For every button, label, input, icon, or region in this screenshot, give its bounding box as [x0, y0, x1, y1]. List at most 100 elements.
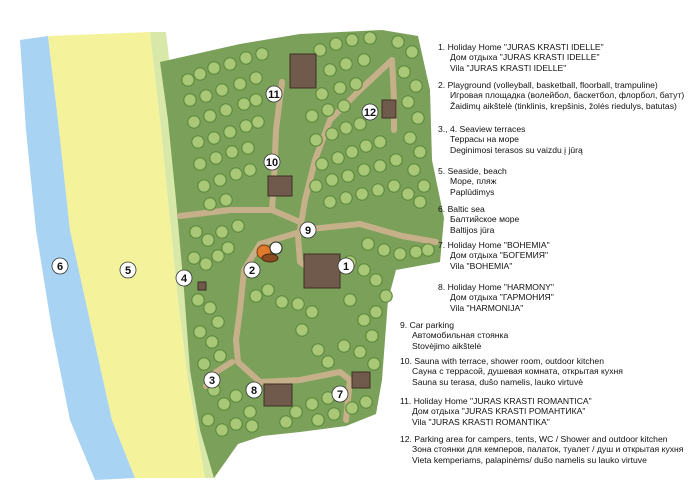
legend-title: 3., 4. Seaview terraces: [438, 124, 696, 134]
legend-translation: Paplūdimys: [450, 186, 495, 197]
tree: [387, 179, 401, 193]
legend-text: Car parking: [409, 320, 454, 330]
tree: [209, 151, 223, 165]
legend-text: Seaview terraces: [459, 124, 526, 134]
tree: [181, 73, 195, 87]
legend-title: 12. Parking area for campers, tents, WC …: [400, 434, 696, 444]
marker-label: 6: [57, 261, 63, 273]
map-marker-11[interactable]: 11: [265, 85, 283, 103]
marker-label: 10: [266, 157, 278, 169]
marker-circle: [245, 381, 263, 399]
tree: [413, 195, 427, 209]
tree: [249, 289, 263, 303]
tree: [353, 117, 367, 131]
legend-item-9: 10. Sauna with terrace, shower room, out…: [400, 356, 696, 387]
tree: [191, 293, 205, 307]
tree: [413, 145, 427, 159]
legend-text: Sauna with terrace, shower room, outdoor…: [414, 356, 604, 366]
tree: [201, 233, 215, 247]
tree: [333, 81, 347, 95]
building-juras-krasti-romantica[interactable]: [289, 53, 317, 89]
map-marker-5[interactable]: 5: [119, 261, 137, 279]
tree: [393, 247, 407, 261]
legend-translation: Балтийское море: [450, 214, 520, 225]
tree: [339, 121, 353, 135]
tree: [207, 131, 221, 145]
legend-translation: Террасы на море: [450, 134, 519, 145]
map-marker-12[interactable]: 12: [361, 103, 379, 121]
legend-translation: Дом отдыха "БОГЕМИЯ": [450, 250, 549, 261]
legend-translation: Зона стоянки для кемперов, палаток, туал…: [412, 444, 684, 455]
legend-title: 6. Baltic sea: [438, 204, 696, 214]
legend-item-6: 7. Holiday Home "BOHEMIA"Дом отдыха "БОГ…: [438, 240, 696, 271]
tree: [261, 283, 275, 297]
tree: [329, 37, 343, 51]
marker-circle: [203, 371, 221, 389]
tree: [411, 111, 425, 125]
tree: [409, 245, 423, 259]
marker-label: 3: [209, 375, 215, 387]
tree: [405, 45, 419, 59]
map-marker-8[interactable]: 8: [245, 381, 263, 399]
legend-item-1: 1. Holiday Home "JURAS KRASTI IDELLE"Дом…: [438, 42, 696, 73]
marker-circle: [361, 103, 379, 121]
tree: [379, 289, 393, 303]
legend-number: 6.: [438, 204, 448, 214]
map-marker-6[interactable]: 6: [51, 257, 69, 275]
legend-translation: Vila "HARMONIJA": [450, 302, 524, 313]
map-marker-10[interactable]: 10: [263, 153, 281, 171]
tree: [223, 125, 237, 139]
tree: [345, 401, 359, 415]
building-juras-krasti-idelle[interactable]: [303, 253, 341, 289]
marker-label: 1: [343, 261, 349, 273]
tree: [377, 243, 391, 257]
legend-text: Parking area for campers, tents, WC / Sh…: [414, 434, 668, 444]
legend-title: 2. Playground (volleyball, basketball, f…: [438, 80, 696, 90]
sea-area: [20, 36, 135, 480]
marker-circle: [337, 257, 355, 275]
tree: [323, 63, 337, 77]
legend-title: 11. Holiday Home "JURAS KRASTI ROMANTICA…: [400, 396, 696, 406]
tree: [211, 315, 225, 329]
tree: [223, 57, 237, 71]
legend-item-10: 11. Holiday Home "JURAS KRASTI ROMANTICA…: [400, 396, 696, 427]
map-marker-2[interactable]: 2: [243, 261, 261, 279]
legend-number: 7.: [438, 240, 448, 250]
tree: [369, 305, 383, 319]
tree: [367, 357, 381, 371]
beach-area: [48, 32, 205, 478]
tree: [339, 57, 353, 71]
legend-translation: Сауна с террасой, душевая комната, откры…: [412, 366, 623, 377]
map-marker-1[interactable]: 1: [337, 257, 355, 275]
legend-text: Holiday Home "JURAS KRASTI ROMANTICA": [413, 396, 592, 406]
marker-circle: [263, 153, 281, 171]
tree: [249, 71, 263, 85]
tree: [255, 47, 269, 61]
building-camper-facilities[interactable]: [381, 99, 397, 119]
building-harmony[interactable]: [263, 383, 293, 407]
building-bohemia[interactable]: [351, 371, 371, 389]
tree: [243, 163, 257, 177]
tree: [213, 349, 227, 363]
map-marker-7[interactable]: 7: [331, 385, 349, 403]
map-marker-3[interactable]: 3: [203, 371, 221, 389]
rugby-ball-icon: [261, 253, 279, 263]
tree: [341, 169, 355, 183]
tree: [421, 243, 435, 257]
marker-label: 7: [337, 389, 343, 401]
tree: [215, 83, 229, 97]
tree: [321, 103, 335, 117]
map-marker-9[interactable]: 9: [299, 221, 317, 239]
legend-translation: Vila "BOHEMIA": [450, 260, 513, 271]
marker-circle: [119, 261, 137, 279]
tree: [309, 179, 323, 193]
tree: [187, 115, 201, 129]
map-marker-4[interactable]: 4: [175, 269, 193, 287]
terrace-seaview[interactable]: [197, 281, 207, 291]
building-sauna[interactable]: [267, 175, 293, 197]
tree: [321, 355, 335, 369]
tree: [229, 167, 243, 181]
tree: [183, 93, 197, 107]
tree: [357, 53, 371, 67]
